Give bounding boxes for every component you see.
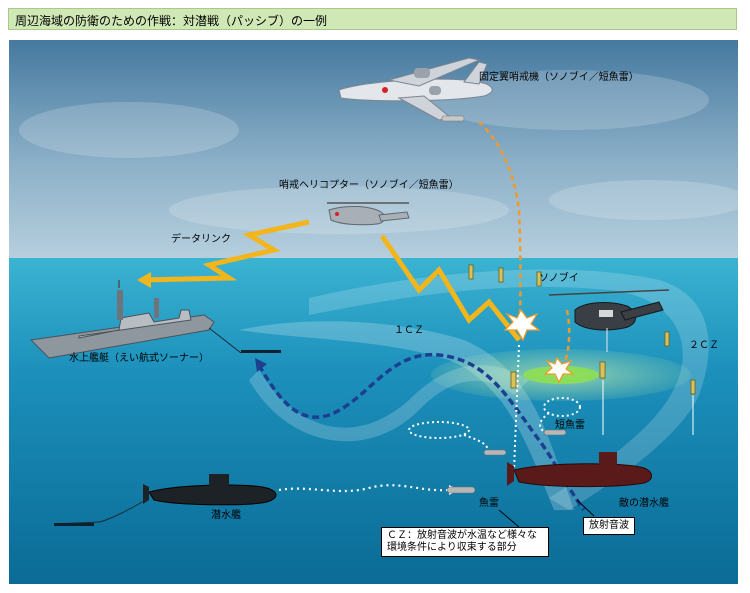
cz2-label: ２ＣＺ (689, 340, 719, 352)
towed-array (241, 350, 281, 353)
helicopter-label: 哨戒ヘリコプター（ソノブイ／短魚雷） (279, 180, 459, 192)
cz-note-line-1: ＣＺ：放射音波が水温など様々な (387, 530, 543, 542)
title-bar: 周辺海域の防衛のための作戦：対潜戦（パッシブ）の一例 (8, 8, 737, 30)
radiated-noise-callout: 放射音波 (583, 517, 635, 535)
submarine-label: 潜水艦 (211, 510, 241, 522)
short-torpedo-2 (484, 450, 506, 455)
surface-ship-label: 水上艦艇（えい航式ソーナー） (69, 353, 209, 365)
short-torpedo-label: 短魚雷 (555, 420, 585, 432)
fixed-wing-label: 固定翼哨戒機（ソノブイ／短魚雷） (479, 72, 639, 84)
sonobuoy-label: ソノブイ (539, 273, 579, 285)
cz-note-callout: ＣＺ：放射音波が水温など様々な 環境条件により収束する部分 (381, 527, 549, 557)
torpedo (447, 487, 475, 493)
radiated-noise-label: 放射音波 (589, 520, 629, 531)
scene: 固定翼哨戒機（ソノブイ／短魚雷） 哨戒ヘリコプター（ソノブイ／短魚雷） データリ… (9, 40, 738, 584)
torpedo-label: 魚雷 (479, 498, 499, 510)
page-title: 周辺海域の防衛のための作戦：対潜戦（パッシブ）の一例 (15, 12, 327, 29)
cz1-label: １ＣＺ (394, 325, 424, 337)
data-link-label: データリンク (171, 234, 231, 246)
enemy-submarine-label: 敵の潜水艦 (619, 498, 669, 510)
cz-note-line-2: 環境条件により収束する部分 (387, 542, 543, 554)
